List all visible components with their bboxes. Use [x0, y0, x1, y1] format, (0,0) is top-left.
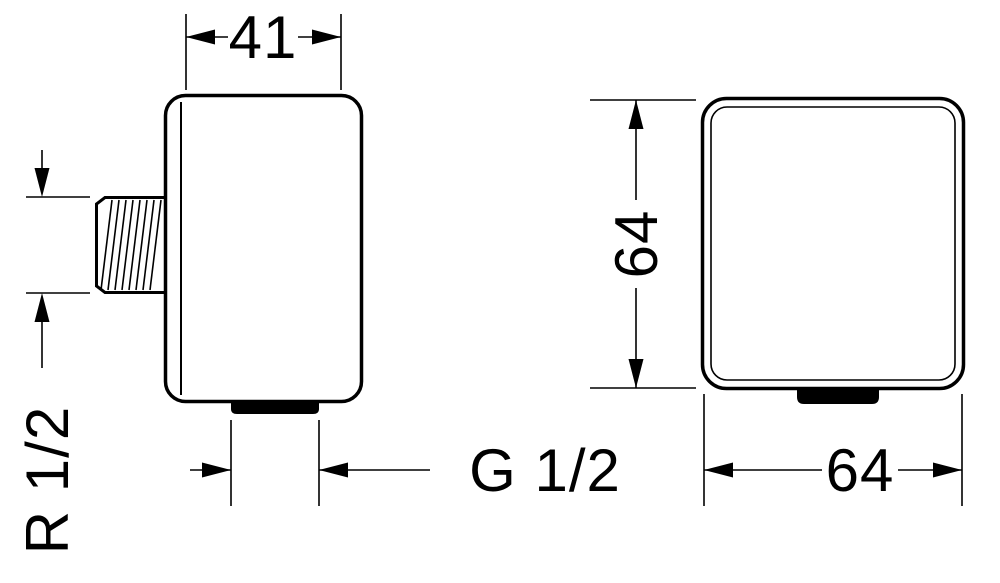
dim-label-height: 64	[603, 210, 670, 279]
hatch-line	[149, 199, 162, 291]
arrowhead-right	[312, 29, 341, 45]
dim-label-outlet-thread: G 1/2	[469, 437, 621, 504]
dim-label-inlet-thread: R 1/2	[14, 406, 81, 554]
side-body-outline	[163, 93, 364, 404]
dimension-height-64: 64	[590, 99, 696, 389]
hatch-line	[107, 199, 120, 291]
inlet-stub-outline	[95, 196, 166, 294]
inlet-thread-hatching	[100, 199, 162, 291]
dimension-width-64: 64	[703, 394, 963, 506]
front-body-outline	[700, 96, 966, 391]
dimension-outlet-thread: G 1/2	[190, 420, 621, 506]
dimension-inlet-thread: R 1/2	[14, 150, 90, 554]
outlet-nipple-front	[797, 387, 879, 404]
hatch-line	[100, 199, 113, 291]
hatch-line	[114, 199, 127, 291]
hatch-line	[142, 199, 155, 291]
arrowhead-right	[933, 462, 962, 478]
front-face-inner-contour	[710, 106, 956, 381]
hatch-line	[135, 199, 148, 291]
dim-label-depth: 41	[229, 4, 298, 71]
outlet-nipple-side	[231, 400, 319, 414]
arrowhead-left	[186, 29, 215, 45]
hatch-line	[128, 199, 141, 291]
side-view	[95, 93, 364, 414]
dim-label-width: 64	[826, 437, 895, 504]
arrowhead-down	[34, 168, 50, 197]
dimension-depth-41: 41	[185, 4, 342, 90]
arrowhead-down	[628, 359, 644, 388]
hatch-line	[121, 199, 134, 291]
front-view	[700, 96, 966, 404]
arrowhead-up	[628, 100, 644, 129]
arrowhead-up	[34, 293, 50, 322]
arrowhead-left	[704, 462, 733, 478]
arrowhead-right	[202, 462, 231, 478]
